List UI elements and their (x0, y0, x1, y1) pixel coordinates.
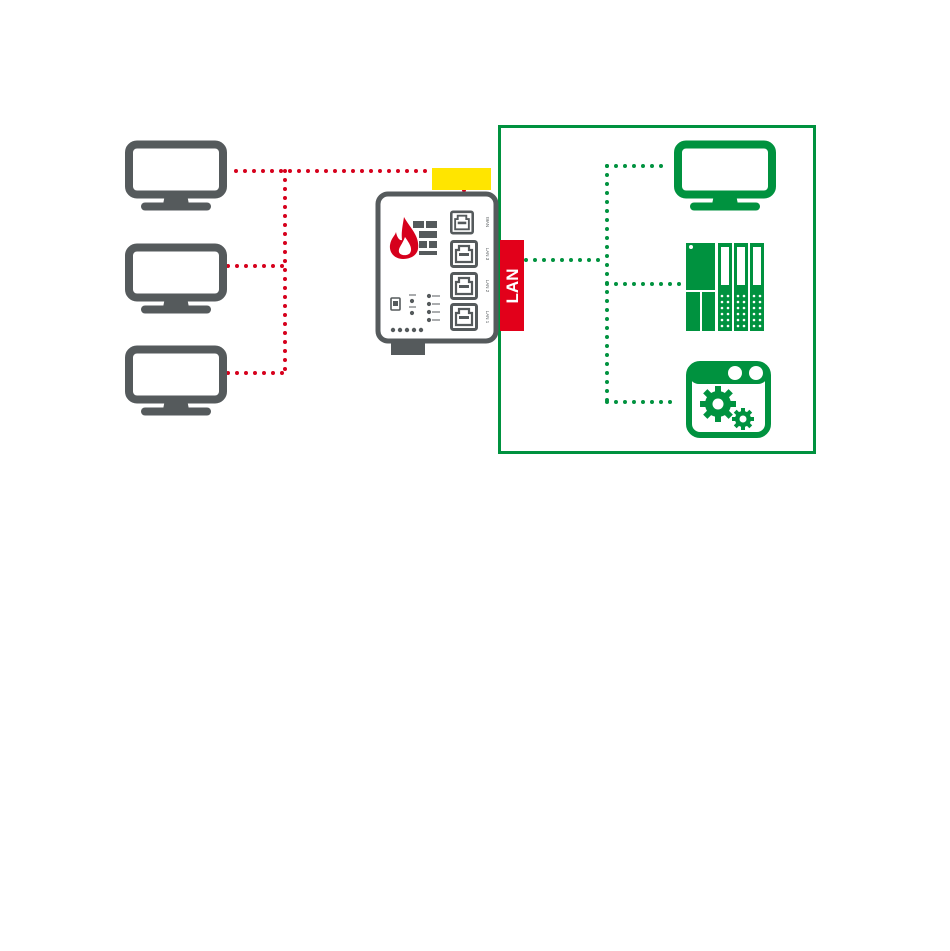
monitor-icon (678, 145, 772, 211)
monitor-icon (129, 145, 223, 211)
monitor-icon (129, 350, 223, 416)
untrusted-devices (129, 145, 223, 416)
gear-small-icon (732, 408, 754, 430)
firewall-router-icon: WAN LAN 3 LAN 2 LAN 1 (378, 194, 496, 355)
wan-tag (432, 168, 491, 190)
plc-controller-icon (686, 243, 764, 331)
monitor-icon (129, 248, 223, 314)
port-label-wan: WAN (485, 217, 490, 227)
settings-application-icon (689, 364, 768, 435)
port-label-lan-1: LAN 1 (485, 311, 490, 324)
port-label-lan-2: LAN 2 (485, 280, 490, 293)
gear-icon (700, 386, 736, 422)
port-label-lan-3: LAN 3 (485, 248, 490, 261)
firewall-body (378, 194, 496, 341)
lan-tag-label: LAN (503, 269, 522, 304)
